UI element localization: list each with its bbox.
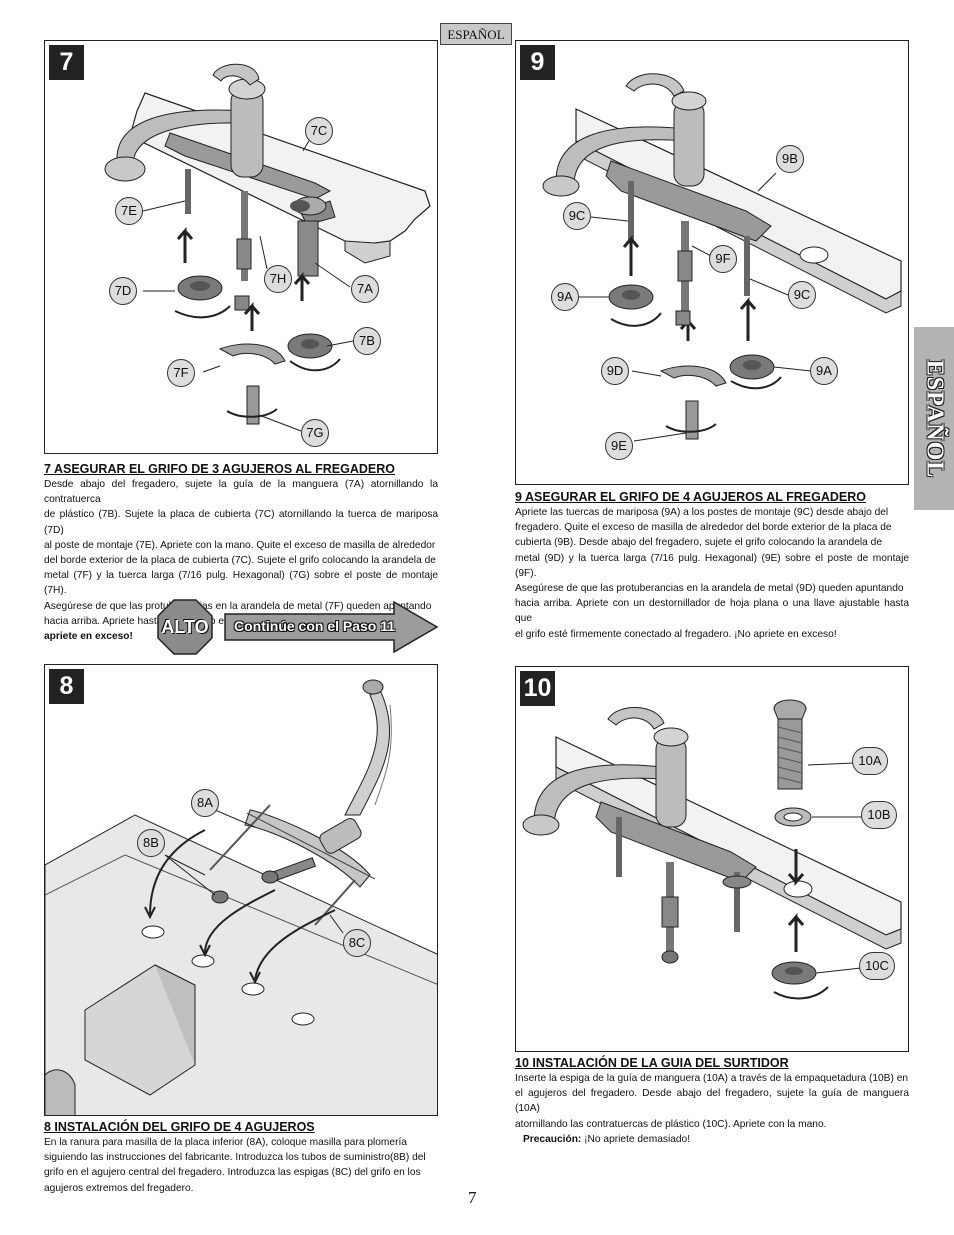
- continue-label: Continúe con el Paso 11: [234, 618, 396, 634]
- step-9-line: cubierta (9B). Desde abajo del fregadero…: [515, 537, 882, 549]
- step-10-line: Inserte la espiga de la guía de manguera…: [515, 1073, 909, 1084]
- stop-sign-icon: ALTO: [157, 599, 213, 655]
- step-7-line: apriete en exceso!: [44, 631, 133, 643]
- step-8-line: grifo en el agujero central del fregader…: [44, 1167, 421, 1179]
- step-7-heading: 7 ASEGURAR EL GRIFO DE 3 AGUJEROS AL FRE…: [44, 462, 395, 476]
- step-9-line: fregadero. Quite el exceso de masilla de…: [515, 522, 892, 534]
- step-10-line: atornillando las contratuercas de plásti…: [515, 1118, 827, 1130]
- step-9-line: hacia arriba. Apriete con un destornilla…: [515, 598, 909, 625]
- callout-7a: 7A: [351, 275, 379, 303]
- step-9-line: Asegúrese de que las protuberancias en l…: [515, 583, 904, 595]
- callout-7h: 7H: [264, 265, 292, 293]
- caution-label: Precaución:: [523, 1133, 582, 1145]
- step-10-illustration: 10 10A 10B 10C: [515, 666, 909, 1052]
- step-8-illustration: 8 8A 8B 8C: [44, 664, 438, 1116]
- step-10-heading: 10 INSTALACIÓN DE LA GUIA DEL SURTIDOR: [515, 1056, 789, 1070]
- step-7-illustration: 7 7C 7E: [44, 40, 438, 454]
- step-7-line: del borde exterior de la placa de cubier…: [44, 555, 436, 567]
- language-side-tab: ESPAÑOL: [914, 327, 954, 510]
- callout-7d: 7D: [109, 277, 137, 305]
- step-8-number: 8: [49, 669, 84, 704]
- callout-10c: 10C: [859, 952, 895, 980]
- callout-8a: 8A: [191, 789, 219, 817]
- step-7-line: metal (7F) y la tuerca larga (7/16 pulg.…: [44, 570, 438, 597]
- step-9-number: 9: [520, 45, 555, 80]
- step-10-instructions: Inserte la espiga de la guía de manguera…: [515, 1071, 909, 1147]
- step-7-number: 7: [49, 45, 84, 80]
- callout-9e: 9E: [605, 432, 633, 460]
- step-9-line: el grifo esté firmemente conectado al fr…: [515, 628, 837, 640]
- callout-10b: 10B: [861, 801, 897, 829]
- faucet-4-hole-illustration: [45, 679, 437, 1115]
- step-7-line: Asegúrese de que las protuberancias en l…: [44, 600, 432, 612]
- step-8-line: siguiendo las instrucciones del fabrican…: [44, 1152, 426, 1164]
- faucet-3-hole-illustration: [104, 63, 431, 432]
- caution-text: ¡No apriete demasiado!: [581, 1133, 691, 1145]
- step-7-line: al poste de montaje (7E). Apriete con la…: [44, 539, 436, 551]
- language-tag: ESPAÑOL: [440, 23, 512, 45]
- callout-9c-upper: 9C: [563, 202, 591, 230]
- step-10-number: 10: [520, 671, 555, 706]
- callout-9f: 9F: [709, 245, 737, 273]
- callout-8b: 8B: [137, 829, 165, 857]
- step-7-line: Desde abajo del fregadero, sujete la guí…: [44, 479, 438, 506]
- spray-guide-illustration: [522, 699, 902, 1000]
- side-tab-label: ESPAÑOL: [921, 359, 948, 478]
- step-8-heading: 8 INSTALACIÓN DEL GRIFO DE 4 AGUJEROS: [44, 1120, 315, 1134]
- stop-sign-label: ALTO: [161, 617, 209, 637]
- step-10-line: el agujeros del fregadero. Desde abajo d…: [515, 1088, 909, 1115]
- callout-9b: 9B: [776, 145, 804, 173]
- callout-8c: 8C: [343, 929, 371, 957]
- step-9-line: Apriete las tuercas de mariposa (9A) a l…: [515, 507, 889, 518]
- callout-9a-right: 9A: [810, 357, 838, 385]
- callout-9c-lower: 9C: [788, 281, 816, 309]
- step-8-line: agujeros extremos del fregadero.: [44, 1182, 194, 1194]
- step-8-line: En la ranura para masilla de la placa in…: [44, 1137, 407, 1148]
- faucet-4-hole-mount-illustration: [542, 73, 902, 442]
- callout-10a: 10A: [852, 747, 888, 775]
- callout-7b: 7B: [353, 327, 381, 355]
- step-8-instructions: En la ranura para masilla de la placa in…: [44, 1135, 438, 1196]
- continue-to-step-11-arrow: Continúe con el Paso 11: [224, 600, 439, 654]
- callout-7g: 7G: [301, 419, 329, 447]
- callout-7e: 7E: [115, 197, 143, 225]
- callout-9a-left: 9A: [551, 283, 579, 311]
- step-9-instructions: Apriete las tuercas de mariposa (9A) a l…: [515, 505, 909, 642]
- step-9-illustration: 9 9B 9C 9F 9A: [515, 40, 909, 485]
- callout-7f: 7F: [167, 359, 195, 387]
- step-9-line: metal (9D) y la tuerca larga (7/16 pulg.…: [515, 552, 909, 579]
- callout-7c: 7C: [305, 117, 333, 145]
- step-9-heading: 9 ASEGURAR EL GRIFO DE 4 AGUJEROS AL FRE…: [515, 490, 866, 504]
- page-number: 7: [468, 1188, 477, 1207]
- callout-9d: 9D: [601, 357, 629, 385]
- step-10-caution: Precaución: ¡No apriete demasiado!: [515, 1132, 909, 1147]
- step-7-line: de plástico (7B). Sujete la placa de cub…: [44, 509, 438, 536]
